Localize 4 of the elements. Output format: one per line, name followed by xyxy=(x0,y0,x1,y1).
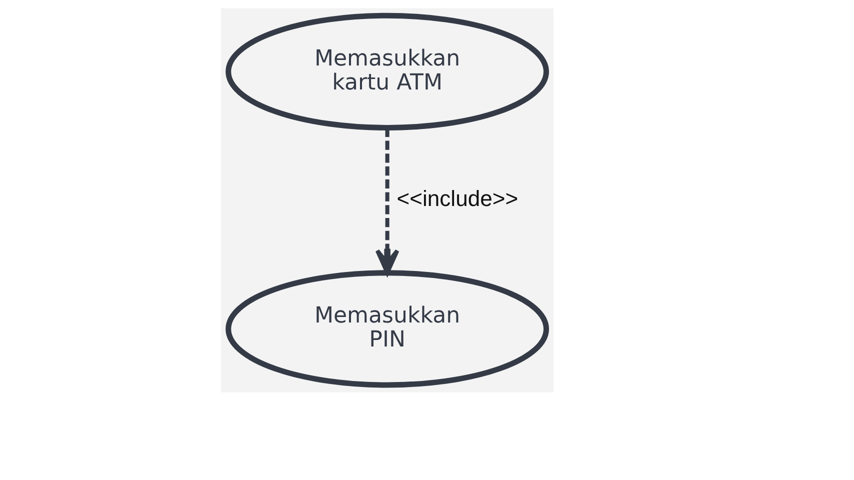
arrow xyxy=(375,128,400,275)
edge-label: <<include>> xyxy=(396,186,518,212)
node-ellipse: Memasukkan PIN xyxy=(226,270,550,388)
node-ellipse: Memasukkan kartu ATM xyxy=(226,12,550,130)
